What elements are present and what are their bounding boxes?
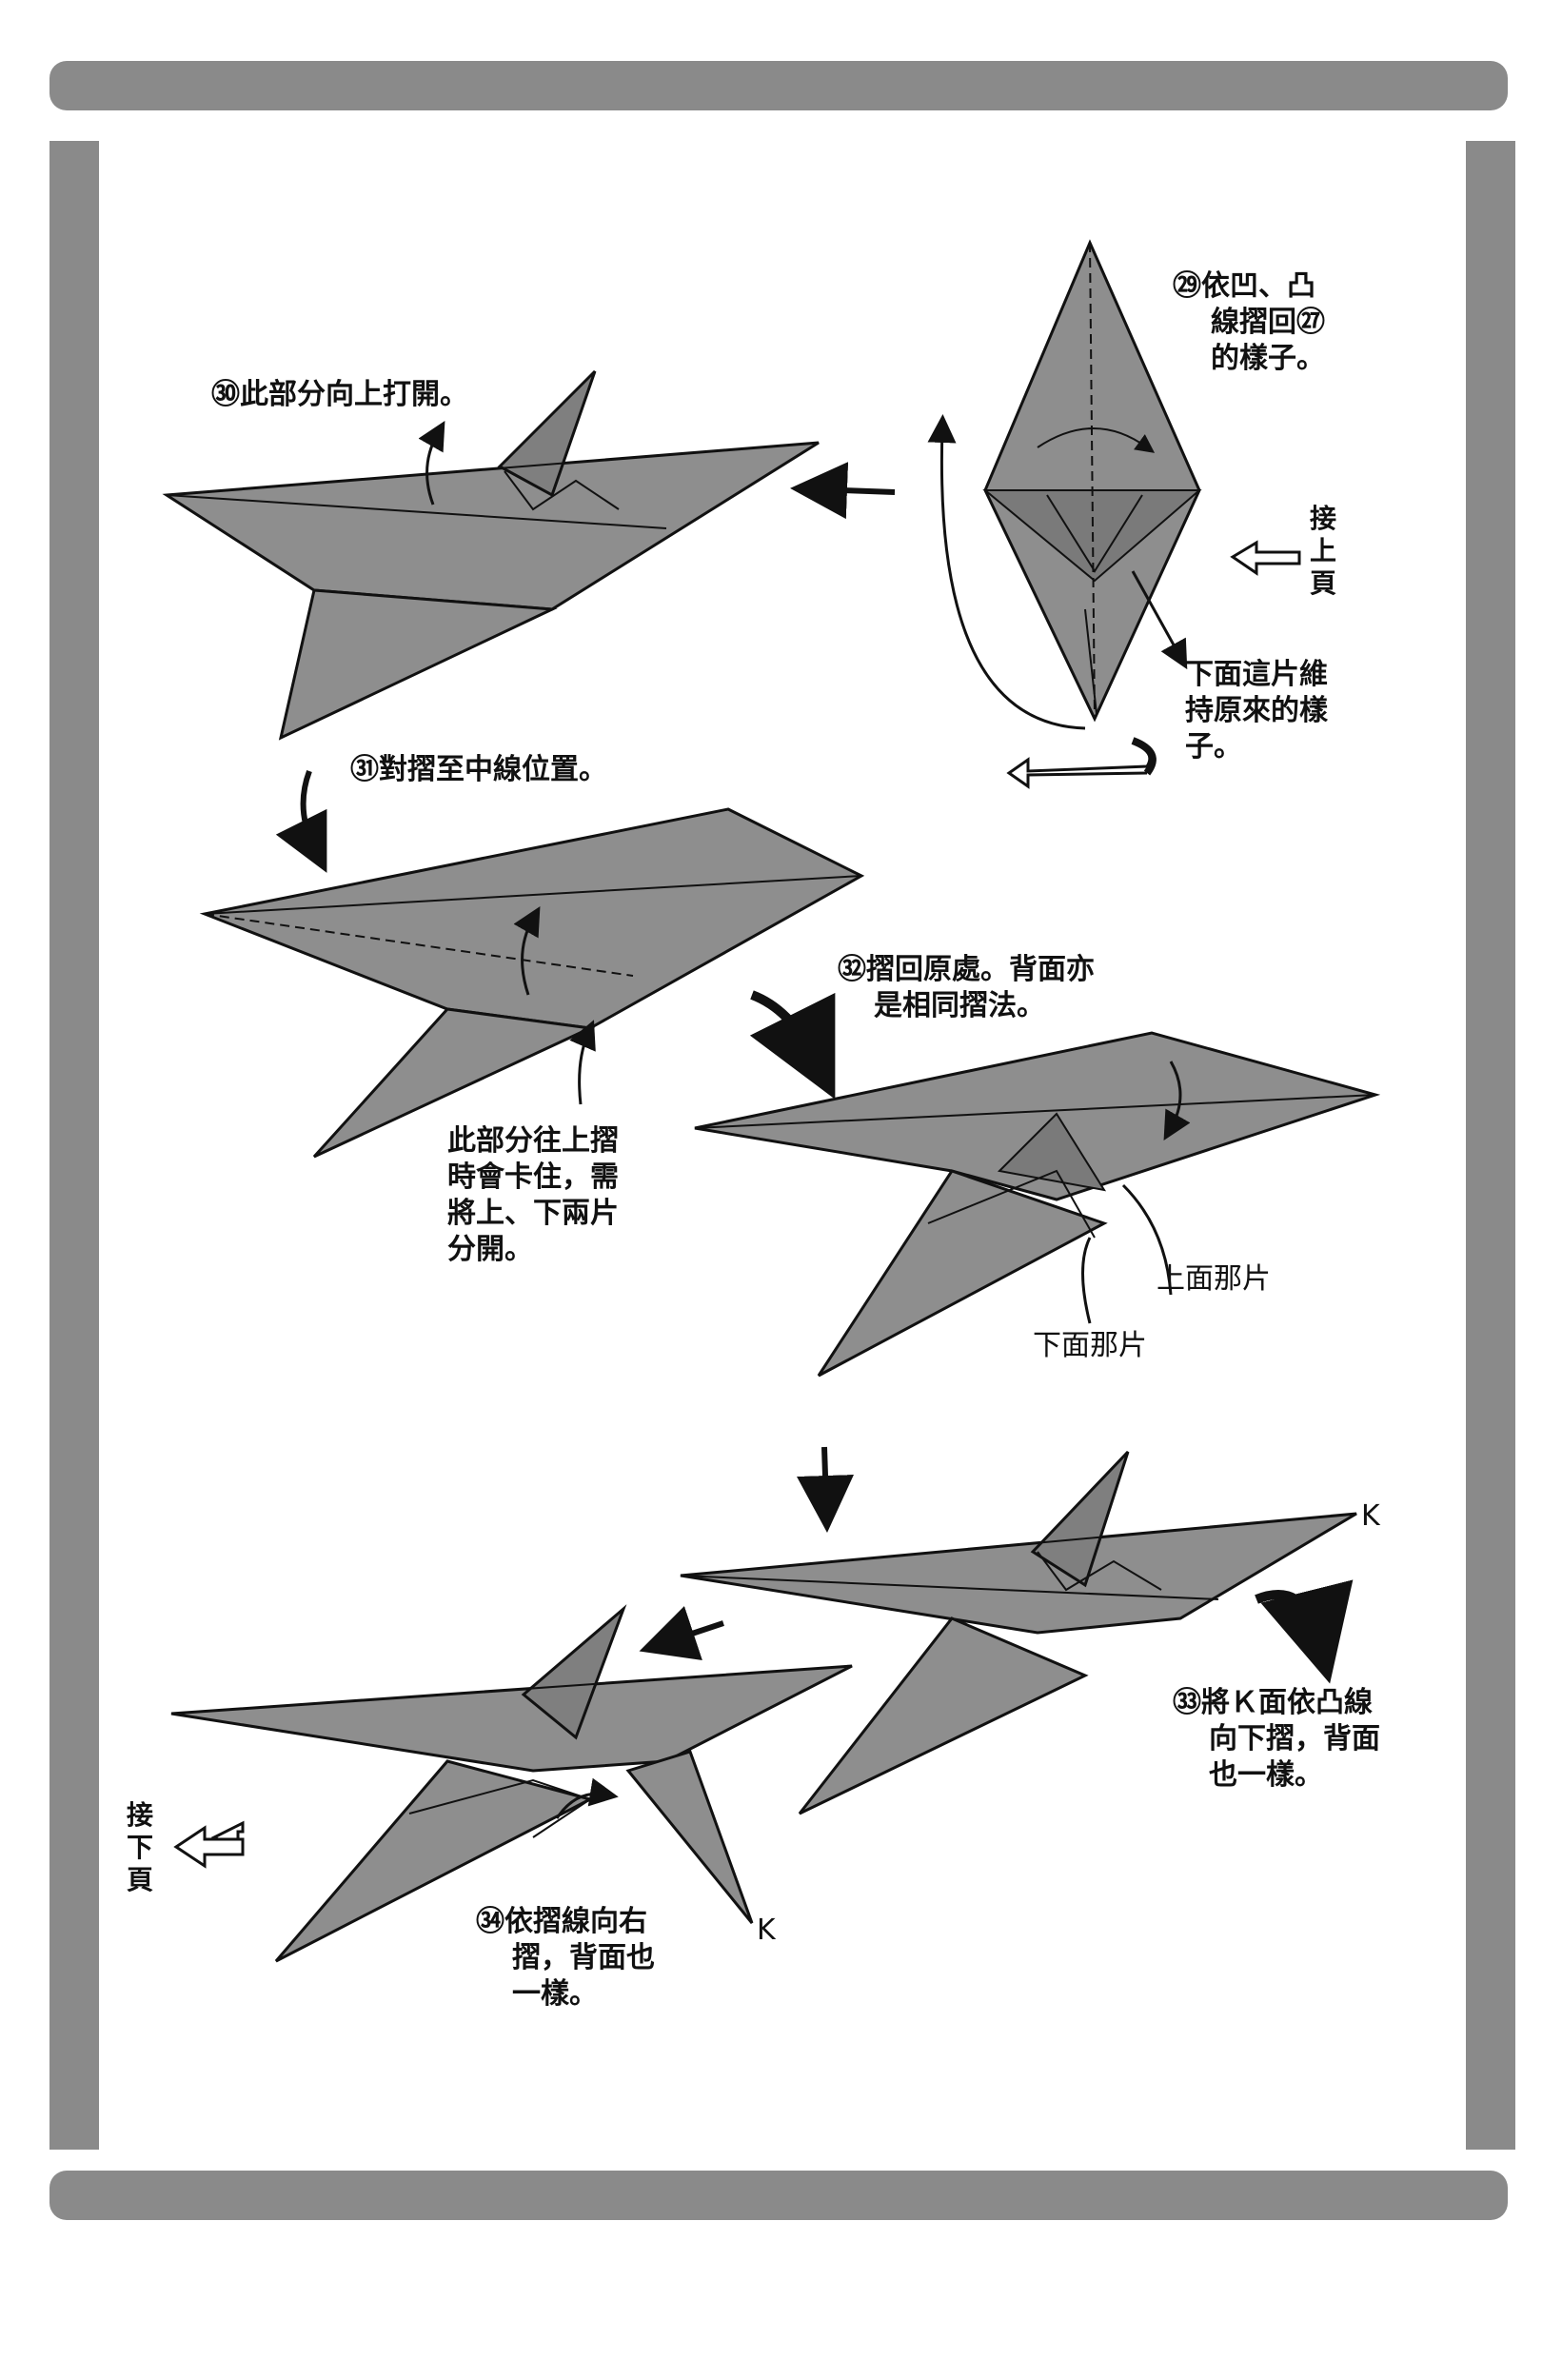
keep-shape-note: 下面這片維 持原來的樣 子。 — [1185, 657, 1328, 765]
separate-line-2: 時會卡住，需 — [447, 1160, 619, 1194]
next-page-char-2: 下 — [126, 1832, 153, 1863]
step-32-line-2: 是相同摺法。 — [874, 989, 1045, 1022]
sequence-arrow — [749, 990, 836, 1100]
step-32-line-1: ㉜摺回原處。背面亦 — [838, 953, 1095, 986]
sequence-arrow — [275, 769, 327, 873]
step-29-caption: ㉙依凹、凸 線摺回㉗ 的樣子。 — [1173, 268, 1325, 377]
diagram-step-33 — [680, 1450, 1357, 1815]
diagram-step-32 — [694, 1031, 1381, 1378]
diagram-step-30 — [162, 369, 820, 741]
next-page-label: 接 下 頁 — [124, 1799, 156, 1896]
sequence-arrow — [790, 462, 896, 520]
step-34-line-2: 摺，背面也 — [512, 1941, 655, 1974]
prev-page-label: 接 上 頁 — [1307, 503, 1339, 600]
step-29-line-3: 的樣子。 — [1211, 342, 1325, 375]
step-30-caption: ㉚此部分向上打開。 — [211, 378, 468, 411]
step-32-caption: ㉜摺回原處。背面亦 是相同摺法。 — [838, 952, 1095, 1024]
step-33-line-2: 向下摺，背面 — [1209, 1722, 1380, 1755]
prev-page-char-3: 頁 — [1309, 567, 1336, 599]
frame-top-border — [49, 61, 1508, 110]
step-33-line-1: ㉝將Ｋ面依凸線 — [1173, 1686, 1373, 1719]
step-34-line-1: ㉞依摺線向右 — [476, 1905, 647, 1938]
separate-line-1: 此部分往上摺 — [447, 1124, 619, 1158]
step-29-line-1: ㉙依凹、凸 — [1173, 269, 1315, 303]
frame-bottom-border — [49, 2171, 1508, 2220]
next-page-char-3: 頁 — [126, 1864, 153, 1895]
frame-right-border — [1466, 141, 1515, 2150]
k-label-top: K — [1361, 1499, 1380, 1533]
keep-shape-line-2: 持原來的樣 — [1185, 694, 1328, 727]
diagram-step-31 — [199, 807, 865, 1159]
separate-line-3: 將上、下兩片 — [447, 1197, 619, 1230]
diagram-step-34 — [170, 1604, 853, 1963]
keep-shape-line-1: 下面這片維 — [1185, 658, 1328, 691]
prev-page-char-1: 接 — [1309, 503, 1336, 534]
prev-page-char-2: 上 — [1309, 535, 1336, 566]
keep-shape-line-3: 子。 — [1185, 730, 1242, 764]
separate-line-4: 分開。 — [447, 1233, 533, 1266]
separate-pieces-note: 此部分往上摺 時會卡住，需 將上、下兩片 分開。 — [447, 1123, 619, 1268]
step-29-line-2: 線摺回㉗ — [1211, 306, 1325, 339]
step-33-caption: ㉝將Ｋ面依凸線 向下摺，背面 也一樣。 — [1173, 1685, 1380, 1794]
step-34-line-3: 一樣。 — [512, 1977, 598, 2011]
upper-piece-label: 上面那片 — [1157, 1262, 1271, 1296]
sequence-arrow — [797, 1446, 854, 1533]
sequence-arrow — [639, 1606, 724, 1660]
lower-piece-label: 下面那片 — [1033, 1329, 1147, 1362]
next-page-char-1: 接 — [126, 1799, 153, 1831]
frame-left-border — [49, 141, 99, 2150]
k-label-bottom: K — [757, 1914, 776, 1947]
step-34-caption: ㉞依摺線向右 摺，背面也 一樣。 — [476, 1904, 655, 2013]
step-31-caption: ㉛對摺至中線位置。 — [350, 753, 607, 786]
diagram-step-29 — [927, 239, 1301, 789]
step-33-line-3: 也一樣。 — [1209, 1758, 1323, 1792]
